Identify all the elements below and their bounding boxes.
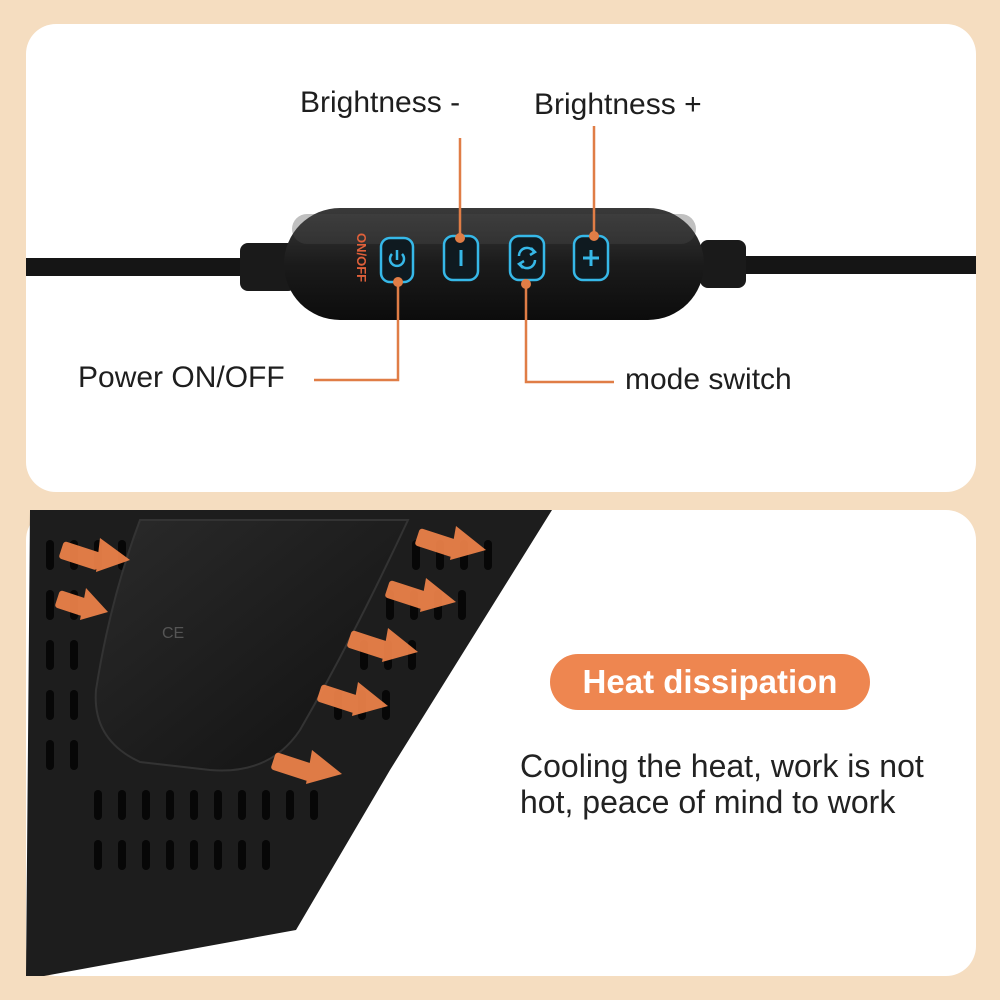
arrow-icon (317, 682, 388, 716)
arrow-icon (55, 588, 108, 620)
arrow-icon (415, 526, 486, 560)
plus-icon (583, 250, 599, 266)
mode-switch-label: mode switch (625, 363, 792, 396)
heat-mat: CE (26, 510, 552, 976)
cable-strain-right (700, 240, 746, 288)
heat-dissipation-badge: Heat dissipation (550, 654, 870, 710)
brightness-up-button[interactable] (572, 234, 610, 282)
brightness-down-button[interactable] (442, 234, 480, 282)
power-icon (388, 250, 406, 268)
arrow-icon (347, 628, 418, 662)
cable-left (26, 258, 246, 276)
brightness-down-label: Brightness - (300, 86, 461, 119)
power-label: Power ON/OFF (78, 361, 285, 394)
callout-lines (314, 126, 614, 384)
mode-switch-button[interactable] (508, 234, 546, 282)
brightness-up-label: Brightness + (534, 88, 702, 121)
heat-description: Cooling the heat, work is not hot, peace… (520, 748, 924, 820)
refresh-icon (516, 246, 538, 270)
arrow-icon (385, 578, 456, 612)
svg-text:CE: CE (162, 625, 184, 642)
arrow-icon (271, 750, 342, 784)
cable-right (740, 256, 976, 274)
arrow-icon (59, 538, 130, 572)
onoff-print: ON/OFF (354, 233, 369, 282)
airflow-arrows (55, 526, 486, 784)
power-button[interactable] (379, 236, 415, 284)
cable-strain-left (240, 243, 296, 291)
